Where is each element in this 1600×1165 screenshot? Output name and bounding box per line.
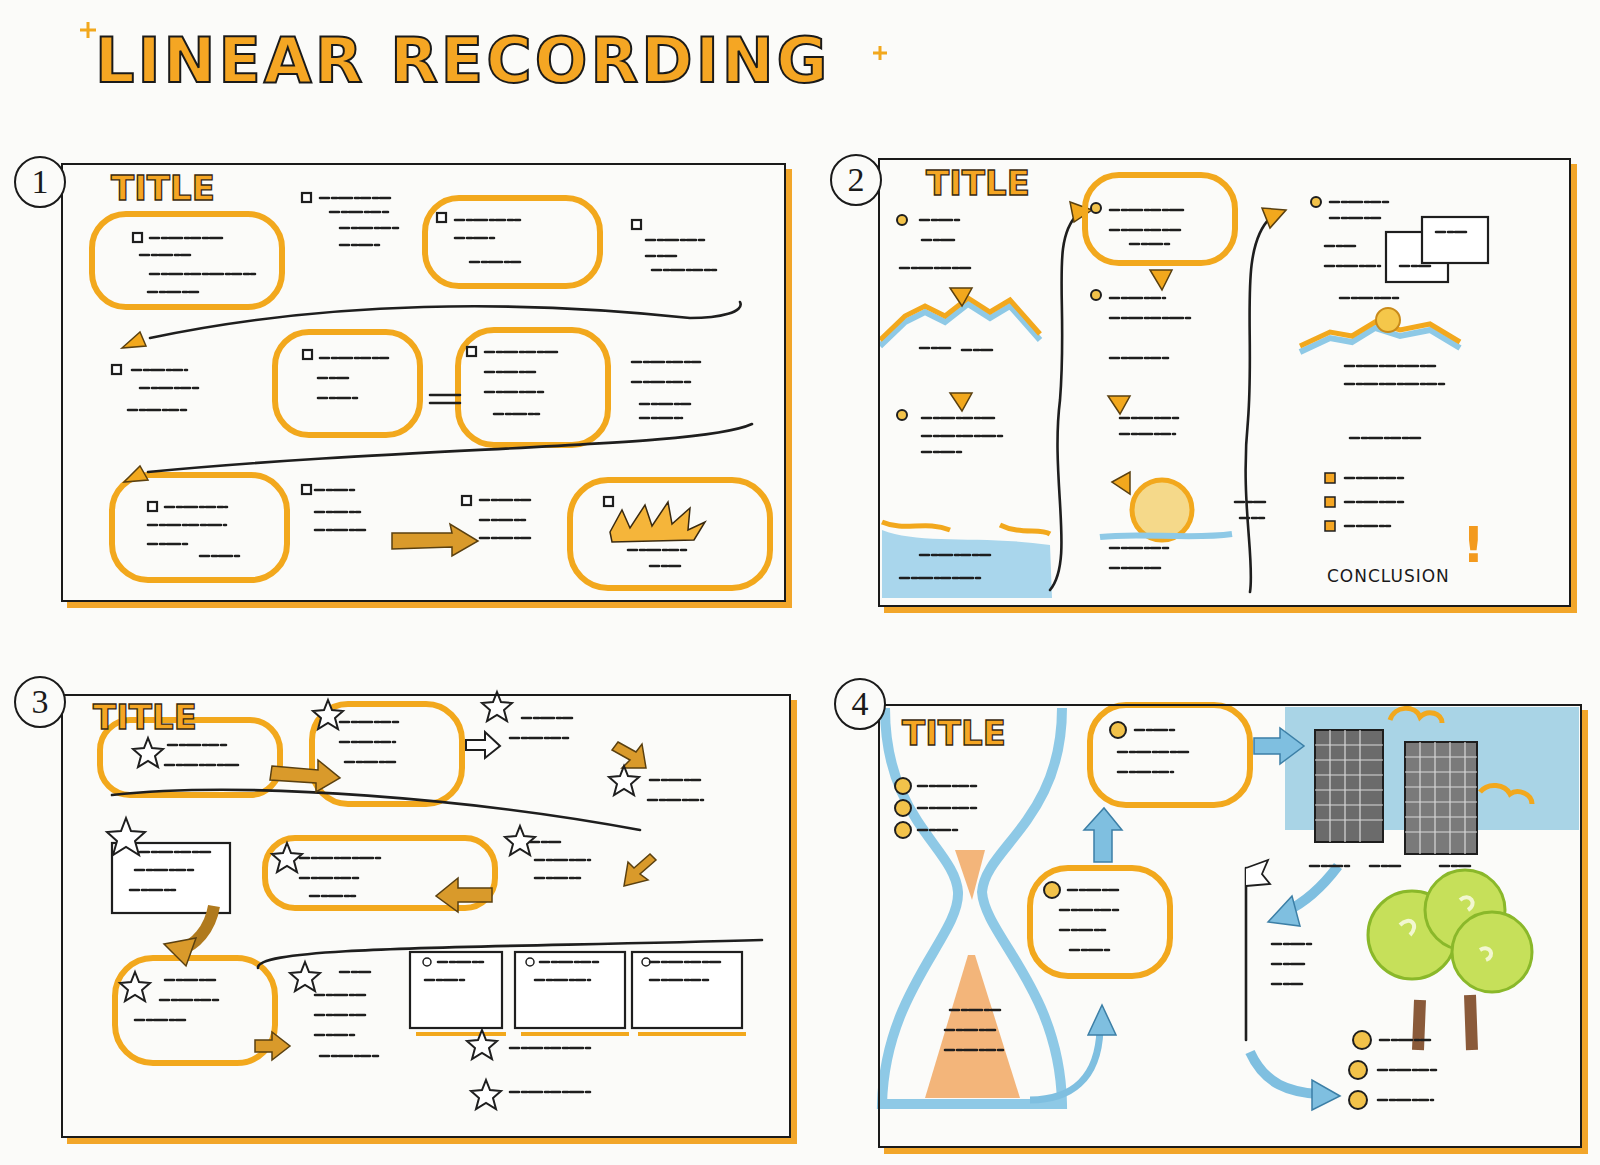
panel-title: TITLE [902,716,1006,750]
callout-number: 4 [852,685,869,723]
callout-number: 3 [32,683,49,721]
sketch-panel: TITLE [61,694,791,1138]
sketch-panel: TITLE [878,704,1582,1148]
panel-1-sketch [92,193,770,588]
conclusion-label: CONCLUSION [1327,566,1450,586]
callout-number: 2 [848,161,865,199]
callout-circle: 2 [830,154,882,206]
panel-title: TITLE [93,700,197,734]
panel-title: TITLE [111,171,215,205]
page-title: LINEAR RECORDING [95,24,830,97]
sketch-panel: TITLE [61,163,786,602]
panel-title: TITLE [926,166,1030,200]
callout-circle: 4 [834,678,886,730]
callout-number: 1 [32,163,49,201]
panel-4-sketch [882,705,1579,1110]
exclamation-mark: ! [1462,520,1485,570]
callout-circle: 1 [14,156,66,208]
panel-2-sketch [880,175,1488,598]
callout-circle: 3 [14,676,66,728]
panel-3-sketch [100,692,762,1109]
